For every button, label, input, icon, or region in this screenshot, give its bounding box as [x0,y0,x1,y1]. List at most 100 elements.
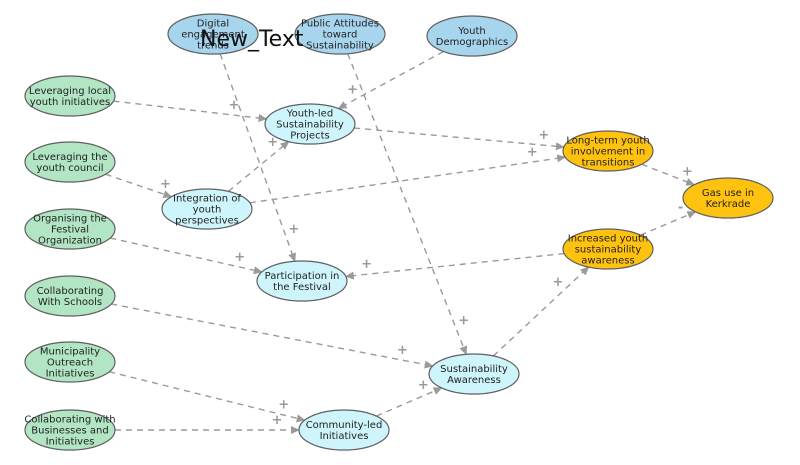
edge-increased-to-gas [640,211,697,236]
node-council-shape[interactable] [24,141,116,183]
node-participation-label: Participation in [265,271,340,282]
node-increased-shape[interactable] [562,228,654,270]
node-community-label: Community-led [306,420,383,431]
node-festival_org-label: Organization [38,236,102,247]
node-increased-label: sustainability [575,245,642,256]
node-attitudes-shape[interactable] [294,13,386,55]
node-longterm-label: involvement in [571,147,645,158]
node-festival_org-label: Festival [51,225,89,236]
node-businesses-label: Initiatives [46,437,95,448]
overlay-new-text: New_Text [200,27,304,52]
node-increased-label: Increased youth [568,234,648,245]
node-demographics-label: Youth [457,26,486,37]
edge-sign-increased-to-gas: - [678,200,683,215]
edge-awareness-to-increased [492,266,590,357]
edge-integration-to-longterm [249,154,567,204]
node-local-label: Leveraging local [29,86,111,97]
node-integration-label: perspectives [175,216,239,227]
edges-layer: ++++++++++++++++- [105,50,697,434]
node-municipality-shape[interactable] [24,341,116,383]
node-gas-shape[interactable] [682,177,774,219]
edge-sign-municipality-to-community: + [278,398,289,413]
node-projects-label: Sustainability [276,120,344,131]
edge-sign-schools-to-awareness: + [397,343,408,358]
edge-sign-integration-to-longterm: + [527,145,538,160]
edge-longterm-to-gas [641,163,696,186]
node-longterm-shape[interactable] [562,130,654,172]
node-projects-label: Projects [290,131,329,142]
edge-sign-digital-to-participation: + [288,222,299,237]
edge-demographics-to-projects [337,50,444,110]
edge-festival_org-to-participation [110,237,263,275]
edge-schools-to-awareness [111,303,434,369]
edge-digital-to-participation [219,53,296,263]
node-longterm-label: transitions [582,158,635,169]
edge-sign-community-to-awareness: + [418,378,429,393]
node-digital-label: trends [197,41,229,52]
edge-sign-increased-to-participation: + [361,257,372,272]
edge-sign-attitudes-to-awareness: + [458,314,469,329]
node-projects-shape[interactable] [264,103,356,145]
node-demographics-label: Demographics [436,37,508,48]
edge-municipality-to-community [109,371,306,423]
node-gas-label: Kerkrade [706,199,751,210]
node-digital-label: engagement [181,30,245,41]
node-attitudes-label: toward [323,30,358,41]
node-gas-label: Gas use in [702,188,754,199]
node-integration-shape[interactable] [161,188,253,230]
node-festival_org-shape[interactable] [24,208,116,250]
node-integration-label: youth [193,205,222,216]
node-increased-label: awareness [581,256,634,267]
node-digital-shape[interactable] [167,13,259,55]
node-participation-label: the Festival [273,282,331,293]
node-schools-label: Collaborating [37,286,104,297]
edge-projects-to-longterm [354,127,565,151]
node-community-label: Initiatives [320,431,369,442]
edge-integration-to-projects [227,140,290,192]
edge-sign-demographics-to-projects: + [347,82,358,97]
edge-sign-businesses-to-community: + [271,413,282,428]
node-community-shape[interactable] [298,409,390,451]
node-local-label: youth initiatives [30,97,111,108]
edge-council-to-integration [105,173,173,198]
node-awareness-shape[interactable] [428,353,520,395]
edge-sign-local-to-projects: + [229,98,240,113]
node-longterm-label: Long-term youth [566,136,649,147]
node-council-label: youth council [36,163,103,174]
edge-community-to-awareness [376,387,443,417]
node-attitudes-label: Public Attitudes [301,19,379,30]
node-awareness-label: Awareness [447,375,501,386]
node-participation-shape[interactable] [256,260,348,302]
node-council-label: Leveraging the [32,152,107,163]
node-schools-shape[interactable] [24,275,116,317]
node-digital-label: Digital [197,19,229,30]
node-businesses-shape[interactable] [24,409,116,451]
edge-sign-festival_org-to-participation: + [234,250,245,265]
node-integration-label: Integration of [173,194,241,205]
node-demographics-shape[interactable] [426,15,518,57]
node-municipality-label: Initiatives [46,369,95,380]
edge-increased-to-participation [344,252,565,280]
edge-local-to-projects [113,100,268,122]
edge-sign-longterm-to-gas: + [682,164,693,179]
node-local-shape[interactable] [24,75,116,117]
edge-sign-awareness-to-increased: + [553,275,564,290]
